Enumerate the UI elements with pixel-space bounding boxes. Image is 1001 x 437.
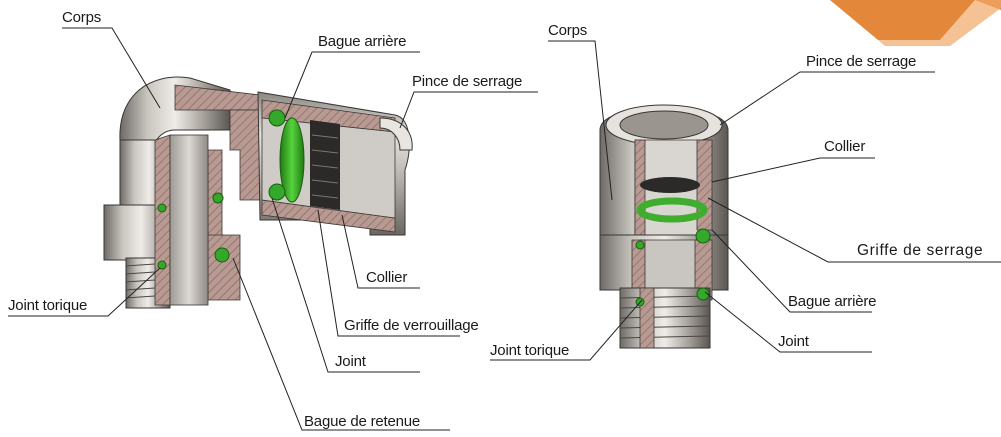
label-bague-de-retenue-left: Bague de retenue <box>304 413 421 430</box>
label-griffe-de-verrouillage-left: Griffe de verrouillage <box>344 317 479 334</box>
label-joint-torique-right: Joint torique <box>490 342 570 359</box>
leader-lines <box>8 27 1001 431</box>
label-collier-right: Collier <box>824 138 866 155</box>
accent-corner-shape <box>830 0 1001 40</box>
label-pince-de-serrage-right: Pince de serrage <box>806 53 917 70</box>
accent-corner-shape-light <box>878 0 1001 46</box>
label-bague-arriere-left: Bague arrière <box>318 33 407 50</box>
label-joint-left: Joint <box>335 353 366 370</box>
right-fitting-drawing <box>599 104 729 349</box>
left-fitting-drawing <box>103 76 413 309</box>
label-joint-torique-left: Joint torique <box>8 297 88 314</box>
label-pince-de-serrage-left: Pince de serrage <box>412 73 523 90</box>
label-collier-left: Collier <box>366 269 408 286</box>
label-corps-right: Corps <box>548 22 588 39</box>
label-corps-left: Corps <box>62 9 102 26</box>
label-griffe-de-serrage-right: Griffe de serrage <box>857 242 984 259</box>
label-bague-arriere-right: Bague arrière <box>788 293 877 310</box>
label-joint-right: Joint <box>778 333 809 350</box>
